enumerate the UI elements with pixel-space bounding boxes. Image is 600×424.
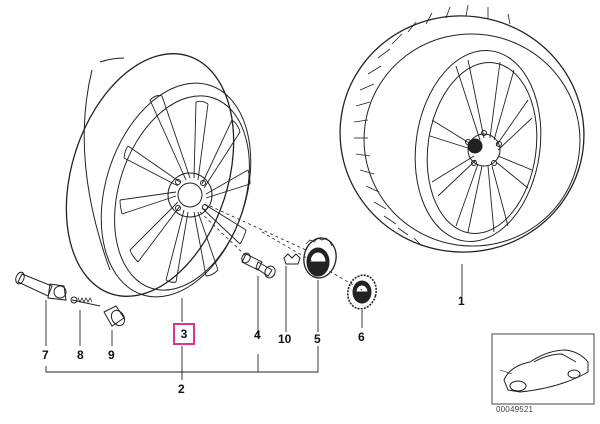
valve-core <box>70 296 101 307</box>
clip-part <box>283 253 301 265</box>
callout-2[interactable]: 2 <box>178 382 185 396</box>
callout-7[interactable]: 7 <box>42 348 49 362</box>
emblem <box>346 274 378 310</box>
image-code: 00049521 <box>496 405 534 414</box>
callout-5[interactable]: 5 <box>314 332 321 346</box>
light-alloy-rim <box>65 53 252 298</box>
wheel-with-tyre <box>339 4 585 253</box>
callout-9[interactable]: 9 <box>108 348 115 362</box>
highlighted-callout-3[interactable]: 3 <box>173 323 195 345</box>
callout-10[interactable]: 10 <box>278 332 292 346</box>
assembly-lines <box>199 205 363 291</box>
wheel-bolt <box>241 252 276 279</box>
callout-3: 3 <box>180 327 188 341</box>
leader-lines <box>45 264 463 380</box>
tyre-valve <box>15 271 67 301</box>
callout-6[interactable]: 6 <box>358 330 365 344</box>
vehicle-thumbnail <box>491 333 595 405</box>
callout-1[interactable]: 1 <box>458 294 465 308</box>
callout-4[interactable]: 4 <box>254 328 261 342</box>
valve-cap <box>103 305 126 327</box>
callout-8[interactable]: 8 <box>77 348 84 362</box>
hub-cap <box>303 237 337 279</box>
